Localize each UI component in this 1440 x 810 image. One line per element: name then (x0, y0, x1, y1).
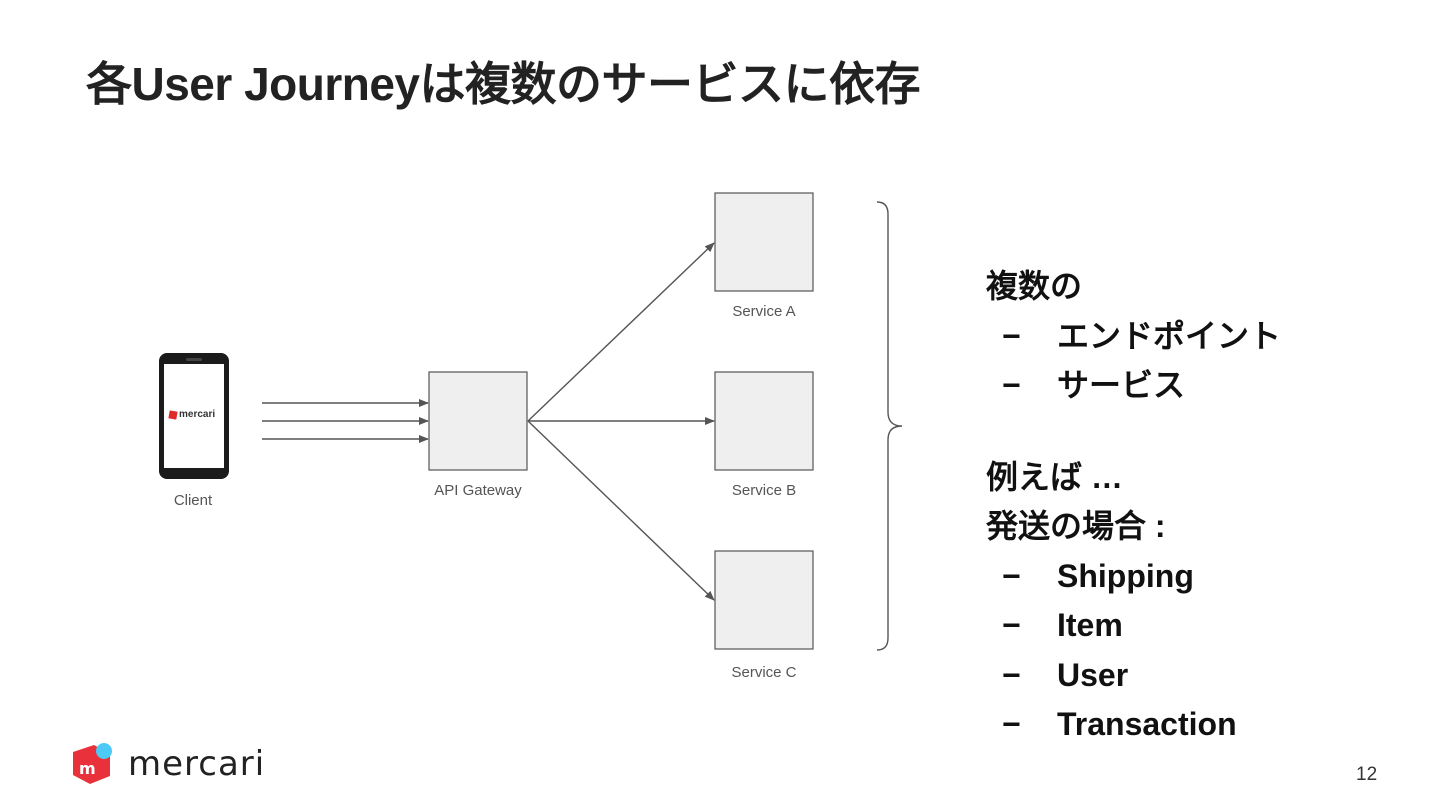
client-phone-icon: mercari (159, 353, 229, 479)
page-number: 12 (1356, 764, 1378, 785)
example-item: − Transaction (986, 700, 1281, 750)
client-label: Client (173, 492, 213, 509)
notes-item-label: エンドポイント (1057, 317, 1282, 354)
example-item-label: Item (1057, 607, 1123, 643)
service-a-label: Service A (732, 303, 796, 320)
example-item: − Shipping (986, 552, 1281, 602)
notes-item: − エンドポイント (986, 312, 1281, 362)
example-item: − User (986, 651, 1281, 701)
phone-screen-logo: mercari (168, 409, 216, 420)
dash-bullet: − (1002, 706, 1021, 742)
service-b-label: Service B (731, 482, 797, 499)
example-item-label: Transaction (1057, 706, 1237, 742)
service-c-box (714, 550, 814, 650)
dash-bullet: − (1002, 557, 1021, 594)
api-gateway-label: API Gateway (434, 482, 522, 499)
notes-heading: 複数の (986, 268, 1083, 304)
example-item-label: Shipping (1057, 557, 1194, 594)
service-c-label: Service C (731, 664, 797, 681)
service-b-box (714, 371, 814, 471)
dependency-notes: 複数の − エンドポイント − サービス 例えば … 発送の場合 : − Shi… (986, 262, 1281, 750)
mercari-mark-icon (168, 409, 178, 420)
dash-bullet: − (1002, 367, 1021, 403)
service-a-box (714, 192, 814, 292)
example-item-label: User (1057, 656, 1129, 693)
dash-bullet: − (1002, 656, 1021, 693)
example-intro: 例えば … (986, 458, 1123, 495)
notes-item-label: サービス (1057, 367, 1186, 403)
dash-bullet: − (1002, 607, 1021, 643)
phone-speaker (186, 358, 202, 361)
curly-brace (876, 201, 903, 651)
slide-title: 各User Journeyは複数のサービスに依存 (86, 58, 921, 110)
mercari-logo: m mercari (70, 742, 265, 786)
mercari-logo-icon: m (70, 742, 114, 786)
phone-screen: mercari (164, 364, 224, 468)
api-gateway-box (428, 371, 528, 471)
phone-screen-brand: mercari (179, 409, 216, 420)
mercari-wordmark: mercari (128, 744, 266, 784)
example-item: − Item (986, 601, 1281, 651)
gateway-to-service-c-arrow (527, 420, 715, 601)
example-heading: 発送の場合 : (986, 508, 1166, 544)
dash-bullet: − (1002, 317, 1021, 354)
notes-item: − サービス (986, 361, 1281, 411)
gateway-to-service-a-arrow (527, 242, 715, 422)
svg-text:m: m (79, 759, 96, 778)
